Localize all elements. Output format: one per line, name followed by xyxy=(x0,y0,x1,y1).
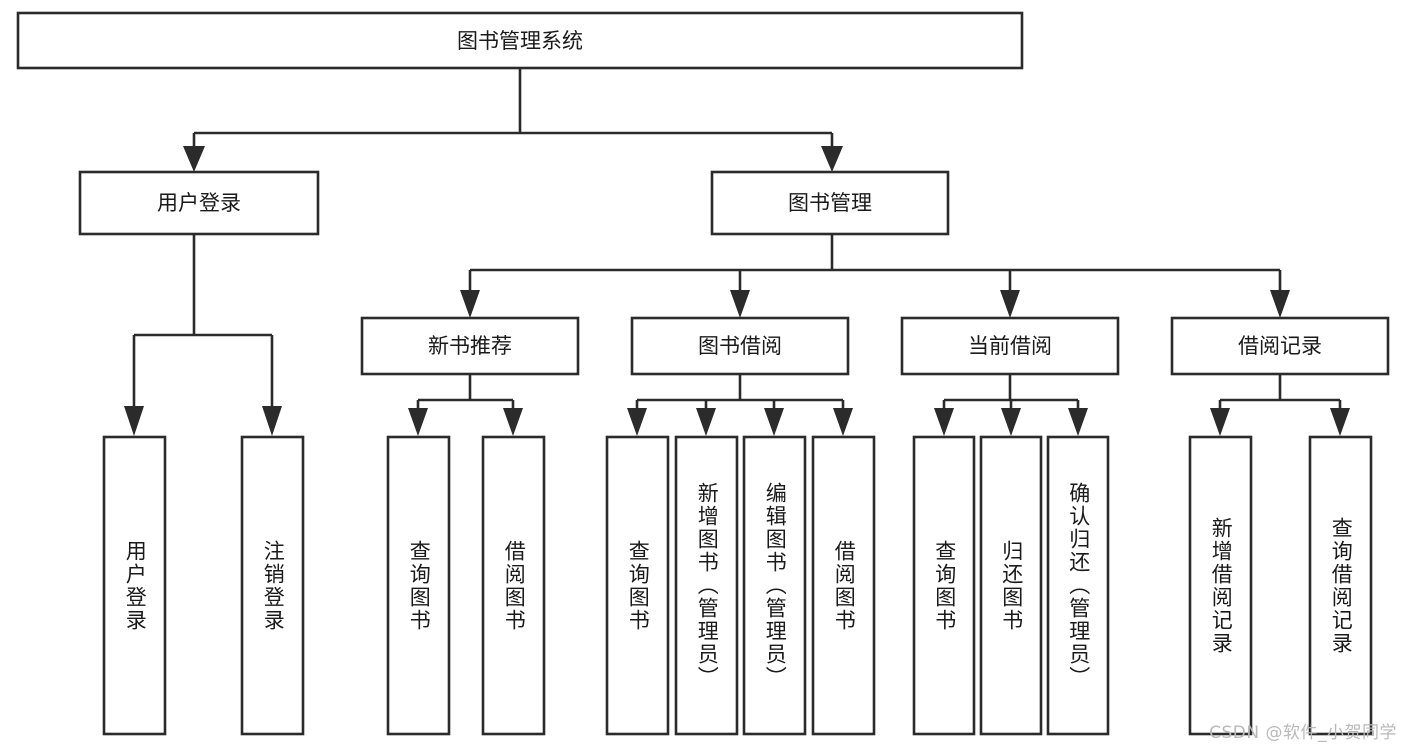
node-leaf-add-book[interactable] xyxy=(674,435,739,736)
arrow-ul-c2 xyxy=(262,406,282,436)
node-leaf-query-record[interactable] xyxy=(1308,435,1373,736)
arrow-nbr-c2 xyxy=(503,408,523,436)
node-leaf-query-book-3[interactable] xyxy=(912,435,976,736)
arrow-t3-c2 xyxy=(730,290,750,318)
horizontal-label-layer: 图书管理系统 用户登录 图书管理 新书推荐 图书借阅 当前借阅 借阅记录 xyxy=(157,29,1322,358)
edge-layer xyxy=(124,68,1350,436)
node-leaf-confirm-return[interactable] xyxy=(1046,435,1110,736)
arrow-br-c2 xyxy=(1330,408,1350,436)
node-root[interactable] xyxy=(16,11,1024,70)
arrow-t3-c4 xyxy=(1270,290,1290,318)
arrow-cb-c3 xyxy=(1068,408,1088,436)
node-user-login[interactable] xyxy=(78,170,320,236)
node-current-borrow[interactable] xyxy=(900,316,1120,376)
node-book-manage[interactable] xyxy=(710,170,950,236)
arrow-br-c1 xyxy=(1210,408,1230,436)
node-book-borrow[interactable] xyxy=(630,316,850,376)
node-leaf-edit-book[interactable] xyxy=(742,435,807,736)
node-leaf-query-book-2[interactable] xyxy=(605,435,670,736)
node-layer xyxy=(16,11,1390,736)
node-leaf-return-book[interactable] xyxy=(979,435,1043,736)
node-leaf-borrow-book-2[interactable] xyxy=(811,435,876,736)
arrow-to-book-manage xyxy=(821,146,843,172)
label-borrow-record: 借阅记录 xyxy=(1238,334,1322,358)
arrow-ul-c1 xyxy=(124,406,144,436)
label-user-login: 用户登录 xyxy=(157,191,241,215)
label-root: 图书管理系统 xyxy=(457,29,583,53)
node-new-book-rec[interactable] xyxy=(360,316,580,376)
node-borrow-record[interactable] xyxy=(1170,316,1390,376)
arrow-to-user-login xyxy=(183,146,205,172)
node-leaf-user-login[interactable] xyxy=(102,435,167,736)
node-leaf-borrow-book-1[interactable] xyxy=(481,435,546,736)
arrow-t3-c1 xyxy=(460,290,480,318)
node-leaf-add-record[interactable] xyxy=(1188,435,1253,736)
label-current-borrow: 当前借阅 xyxy=(968,334,1052,358)
arrow-bb-c1 xyxy=(627,408,647,436)
arrow-nbr-c1 xyxy=(408,408,428,436)
arrow-bb-c2 xyxy=(696,408,716,436)
node-leaf-query-book-1[interactable] xyxy=(386,435,451,736)
arrow-bb-c4 xyxy=(833,408,853,436)
arrow-cb-c2 xyxy=(1001,408,1021,436)
node-leaf-logout[interactable] xyxy=(240,435,305,736)
label-book-borrow: 图书借阅 xyxy=(698,334,782,358)
label-book-manage: 图书管理 xyxy=(788,191,872,215)
arrow-t3-c3 xyxy=(1000,290,1020,318)
csdn-watermark: CSDN @软件_小贺同学 xyxy=(1209,723,1397,743)
arrow-cb-c1 xyxy=(934,408,954,436)
arrow-bb-c3 xyxy=(764,408,784,436)
label-new-book-rec: 新书推荐 xyxy=(428,334,512,358)
